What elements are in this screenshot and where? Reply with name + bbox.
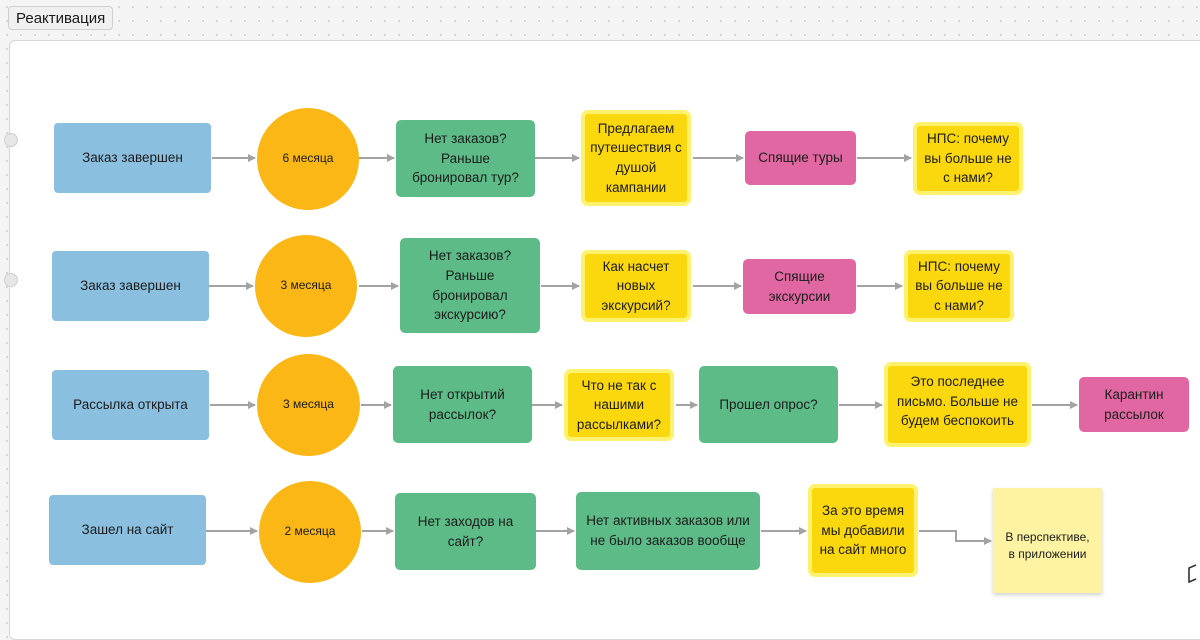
sticky-note-future-app[interactable]: В перспективе, в приложении: [993, 488, 1102, 593]
node-message-site[interactable]: За это время мы добавили на сайт много: [808, 484, 918, 577]
node-start-mailing-opened[interactable]: Рассылка открыта: [52, 370, 209, 440]
node-delay-3[interactable]: 3 месяца: [257, 354, 360, 456]
node-start-order-completed-2[interactable]: Заказ завершен: [52, 251, 209, 321]
node-delay-4[interactable]: 2 месяца: [259, 481, 361, 583]
node-quarantine[interactable]: Карантин рассылок: [1079, 377, 1189, 432]
bookmark-icon[interactable]: [1186, 562, 1200, 586]
connector-arrow: [919, 530, 992, 545]
connector-layer: [206, 154, 1078, 545]
node-condition-4[interactable]: Нет заходов на сайт?: [395, 493, 536, 570]
node-survey-1[interactable]: НПС: почему вы больше не с нами?: [913, 122, 1023, 195]
node-condition-2[interactable]: Нет заказов? Раньше бронировал экскурсию…: [400, 238, 540, 333]
node-delay-1[interactable]: 6 месяца: [257, 108, 359, 210]
node-condition-3[interactable]: Нет открытий рассылок?: [393, 366, 532, 443]
node-message-2[interactable]: Как насчет новых экскурсий?: [581, 250, 691, 322]
node-question-mailings[interactable]: Что не так с нашими рассылками?: [564, 369, 674, 441]
node-start-visited-site[interactable]: Зашел на сайт: [49, 495, 206, 565]
frame-edge-handle[interactable]: [4, 273, 18, 287]
node-check-survey[interactable]: Прошел опрос?: [699, 366, 838, 443]
node-delay-2[interactable]: 3 месяца: [255, 235, 357, 337]
node-start-order-completed-1[interactable]: Заказ завершен: [54, 123, 211, 193]
board-title[interactable]: Реактивация: [8, 6, 114, 30]
node-segment-2[interactable]: Спящие экскурсии: [743, 259, 856, 314]
node-condition-1[interactable]: Нет заказов? Раньше бронировал тур?: [396, 120, 535, 197]
node-message-1[interactable]: Предлагаем путешествия с душой кампании: [581, 110, 691, 206]
node-survey-2[interactable]: НПС: почему вы больше не с нами?: [904, 250, 1014, 322]
node-condition-orders[interactable]: Нет активных заказов или не было заказов…: [576, 492, 760, 570]
node-segment-1[interactable]: Спящие туры: [745, 131, 856, 185]
node-farewell-letter[interactable]: Это последнее письмо. Больше не будем бе…: [884, 362, 1031, 447]
frame-edge-handle[interactable]: [4, 133, 18, 147]
